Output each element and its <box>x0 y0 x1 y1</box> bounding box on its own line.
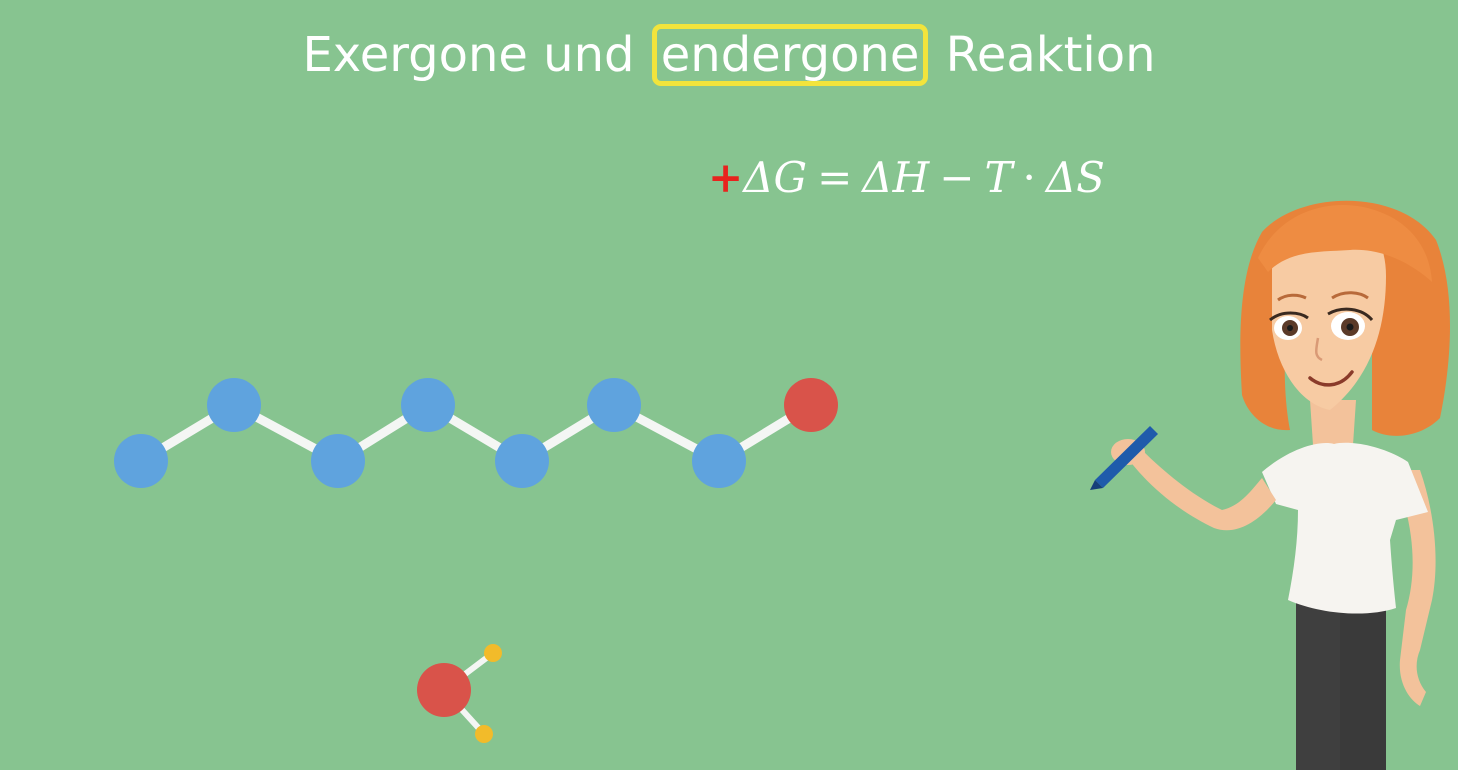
carbon-atom <box>311 434 365 488</box>
carbon-atom <box>692 434 746 488</box>
teacher-character <box>1090 200 1450 770</box>
carbon-atom <box>114 434 168 488</box>
carbon-atom <box>587 378 641 432</box>
gibbs-formula: +ΔG=ΔH−T·ΔS <box>708 150 1105 206</box>
slide-title: Exergone und endergone Reaktion <box>0 22 1458 88</box>
formula-temperature: T <box>984 153 1013 202</box>
water-oxygen-atom <box>417 663 471 717</box>
hydrogen-atom <box>475 725 493 743</box>
carbon-atom <box>207 378 261 432</box>
molecule-chain <box>114 378 838 488</box>
hydrogen-atom <box>484 644 502 662</box>
marker-icon <box>1090 426 1158 490</box>
formula-delta-h: ΔH <box>862 153 930 202</box>
formula-dot: · <box>1022 153 1036 202</box>
title-highlight: endergone <box>651 24 929 86</box>
formula-delta-g: ΔG <box>743 153 808 202</box>
carbon-atom <box>401 378 455 432</box>
formula-minus: − <box>939 153 975 202</box>
carbon-atom <box>495 434 549 488</box>
formula-delta-s: ΔS <box>1045 153 1105 202</box>
oxygen-atom <box>784 378 838 432</box>
formula-equals: = <box>817 153 853 202</box>
formula-sign: + <box>708 153 744 202</box>
water-molecule <box>417 644 502 743</box>
title-part-2: Reaktion <box>945 27 1156 83</box>
title-part-1: Exergone und <box>302 27 635 83</box>
